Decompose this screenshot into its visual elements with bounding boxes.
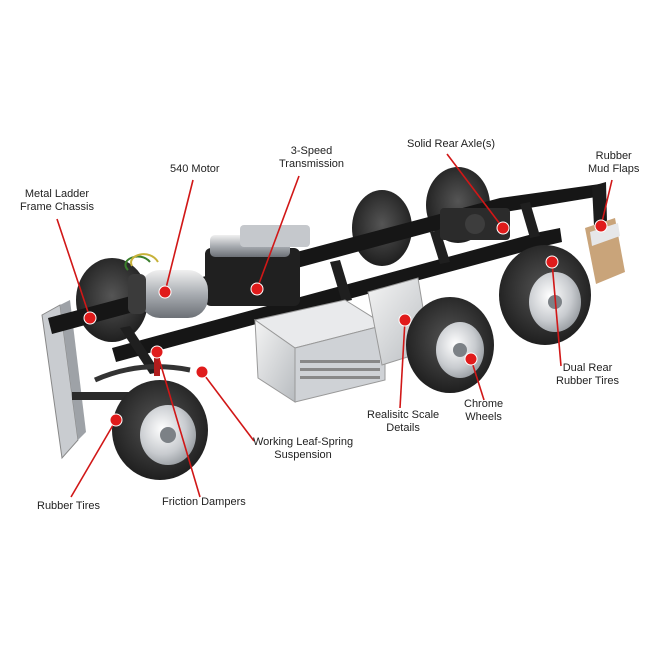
label-friction-dampers: Friction Dampers [162, 496, 246, 508]
label-3-speed-transmission: 3-Speed Transmission [279, 145, 344, 170]
callout-lines [56, 153, 613, 498]
rear-tire-last [499, 245, 591, 345]
label-solid-rear-axle: Solid Rear Axle(s) [407, 138, 496, 150]
rear-tire-middle [406, 297, 494, 393]
front-bumper [41, 300, 86, 460]
motor-540 [124, 253, 208, 318]
label-rubber-tires: Rubber Tires [37, 500, 100, 512]
label-realistic-scale-details: Realisitc Scale Details [367, 409, 440, 434]
callout-dots [83, 219, 608, 427]
label-working-leaf-spring-suspension: Working Leaf-Spring Suspension [253, 436, 354, 461]
front-tire-near [112, 380, 208, 480]
mud-flap [585, 218, 625, 284]
label-rubber-mud-flaps: Rubber Mud Flaps [588, 150, 640, 175]
label-dual-rear-rubber-tires: Dual Rear Rubber Tires [556, 362, 619, 387]
label-chrome-wheels: Chrome Wheels [464, 398, 504, 423]
fuel-tank-detail [253, 299, 387, 403]
transmission-unit [205, 225, 310, 306]
rear-axle [440, 208, 510, 240]
label-540-motor: 540 Motor [170, 163, 220, 175]
label-metal-ladder-frame-chassis: Metal Ladder Frame Chassis [20, 188, 94, 213]
